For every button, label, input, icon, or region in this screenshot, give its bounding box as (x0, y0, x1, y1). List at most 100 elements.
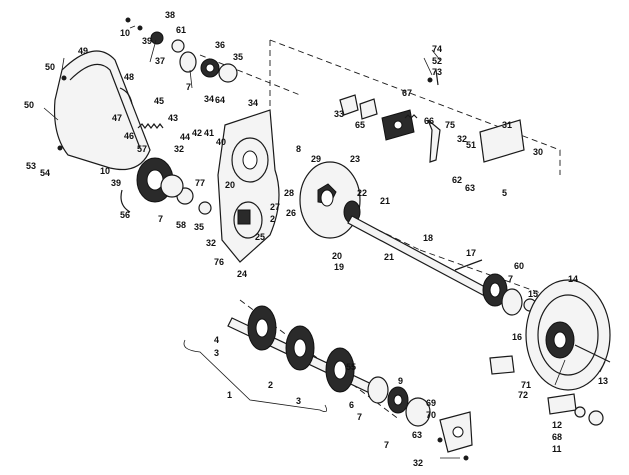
callout-label: 32 (206, 238, 216, 248)
callout-label: 35 (194, 222, 204, 232)
callout-label: 61 (176, 25, 186, 35)
callout-label: 30 (533, 147, 543, 157)
callout-label: 60 (514, 261, 524, 271)
callout-label: 58 (176, 220, 186, 230)
callout-label: 51 (466, 140, 476, 150)
callout-label: 65 (355, 120, 365, 130)
callout-label: 3 (214, 348, 219, 358)
callout-label: 2 (270, 214, 275, 224)
callout-label: 28 (284, 188, 294, 198)
sprocket-group-bracket (183, 339, 328, 413)
callout-label: 70 (426, 410, 436, 420)
axle-end-parts (367, 376, 473, 461)
callout-label: 18 (423, 233, 433, 243)
clip-56 (120, 189, 131, 213)
callout-label: 21 (380, 196, 390, 206)
callout-label: 72 (518, 390, 528, 400)
callout-label: 34 (248, 98, 258, 108)
callout-label: 3 (296, 396, 301, 406)
callout-label: 33 (334, 109, 344, 119)
callout-label: 69 (426, 398, 436, 408)
callout-label: 9 (398, 376, 403, 386)
callout-label: 1 (227, 390, 232, 400)
upper-shaft-parts (125, 17, 238, 83)
callout-label: 56 (120, 210, 130, 220)
callout-label: 7 (357, 412, 362, 422)
callout-label: 39 (111, 178, 121, 188)
callout-label: 43 (168, 113, 178, 123)
callout-label: 24 (237, 269, 247, 279)
callout-label: 40 (216, 137, 226, 147)
callout-label: 57 (137, 144, 147, 154)
callout-label: 27 (270, 202, 280, 212)
leader-lines (43, 25, 606, 459)
callout-label: 63 (465, 183, 475, 193)
callout-label: 32 (457, 134, 467, 144)
shaft-bearing (482, 273, 537, 316)
chaincase-cover (53, 50, 151, 171)
callout-label: 36 (215, 40, 225, 50)
callout-label: 62 (452, 175, 462, 185)
callout-label: 64 (215, 95, 225, 105)
track-sprocket-2 (285, 325, 315, 371)
track-sprocket-3 (325, 347, 355, 393)
callout-label: 10 (120, 28, 130, 38)
tension-spring (137, 123, 164, 129)
callout-label: 45 (154, 96, 164, 106)
track-sprocket-1 (247, 305, 277, 351)
callout-label: 55 (346, 362, 356, 372)
callout-label: 29 (311, 154, 321, 164)
callout-label: 76 (214, 257, 224, 267)
callout-label: 26 (286, 208, 296, 218)
callout-label: 15 (528, 289, 538, 299)
brake-disc (299, 161, 361, 239)
callout-label: 2 (268, 380, 273, 390)
callout-label: 38 (165, 10, 175, 20)
callout-label: 50 (24, 100, 34, 110)
callout-label: 21 (384, 252, 394, 262)
callout-label: 6 (349, 400, 354, 410)
callout-label: 37 (155, 56, 165, 66)
callout-label: 11 (552, 444, 562, 454)
callout-label: 7 (384, 440, 389, 450)
callout-label: 39 (142, 36, 152, 46)
track-drive-axle (227, 305, 381, 397)
callout-label: 12 (552, 420, 562, 430)
callout-label: 20 (225, 180, 235, 190)
callout-label: 48 (124, 72, 134, 82)
callout-label: 54 (40, 168, 50, 178)
callout-label: 68 (552, 432, 562, 442)
drive-shaft (347, 215, 501, 303)
callout-label: 49 (78, 46, 88, 56)
callout-label: 7 (508, 274, 513, 284)
callout-label: 32 (174, 144, 184, 154)
gasket (119, 87, 133, 105)
callout-label: 34 (204, 94, 214, 104)
bearing-7 (160, 174, 184, 198)
callout-label: 31 (502, 120, 512, 130)
callout-label: 42 (192, 128, 202, 138)
callout-label: 71 (521, 380, 531, 390)
callout-label: 77 (195, 178, 205, 188)
callout-label: 16 (512, 332, 522, 342)
callout-label: 23 (350, 154, 360, 164)
callout-label: 5 (502, 188, 507, 198)
brake-lever-assembly (339, 69, 525, 163)
callout-label: 44 (180, 132, 190, 142)
callout-label: 22 (357, 188, 367, 198)
callout-label: 20 (332, 251, 342, 261)
callout-label: 41 (204, 128, 214, 138)
callout-label: 25 (255, 232, 265, 242)
callout-label: 50 (45, 62, 55, 72)
callout-label: 7 (186, 82, 191, 92)
callout-label: 13 (598, 376, 608, 386)
callout-label: 63 (412, 430, 422, 440)
pulley-spacers (489, 355, 604, 426)
callout-label: 74 (432, 44, 442, 54)
callout-label: 17 (466, 248, 476, 258)
driven-pulley (525, 279, 611, 391)
callout-label: 73 (432, 67, 442, 77)
callout-label: 53 (26, 161, 36, 171)
callout-label: 8 (296, 144, 301, 154)
callout-label: 32 (413, 458, 423, 468)
